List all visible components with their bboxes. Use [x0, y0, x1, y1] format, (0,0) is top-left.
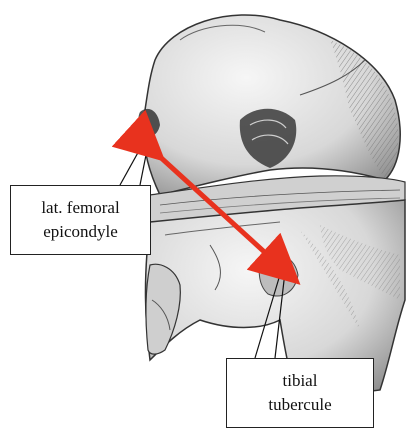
fibula-head — [146, 264, 180, 354]
femoral-label-line1: lat. femoral — [11, 196, 150, 220]
tibial-tubercule-label: tibial tubercule — [226, 358, 374, 428]
tibial-label-line2: tubercule — [227, 393, 373, 417]
femoral-epicondyle-label: lat. femoral epicondyle — [10, 185, 151, 255]
femoral-leader-line-2 — [140, 145, 148, 185]
femoral-label-line2: epicondyle — [11, 220, 150, 244]
femur-bone — [138, 15, 400, 195]
tibial-label-line1: tibial — [227, 369, 373, 393]
